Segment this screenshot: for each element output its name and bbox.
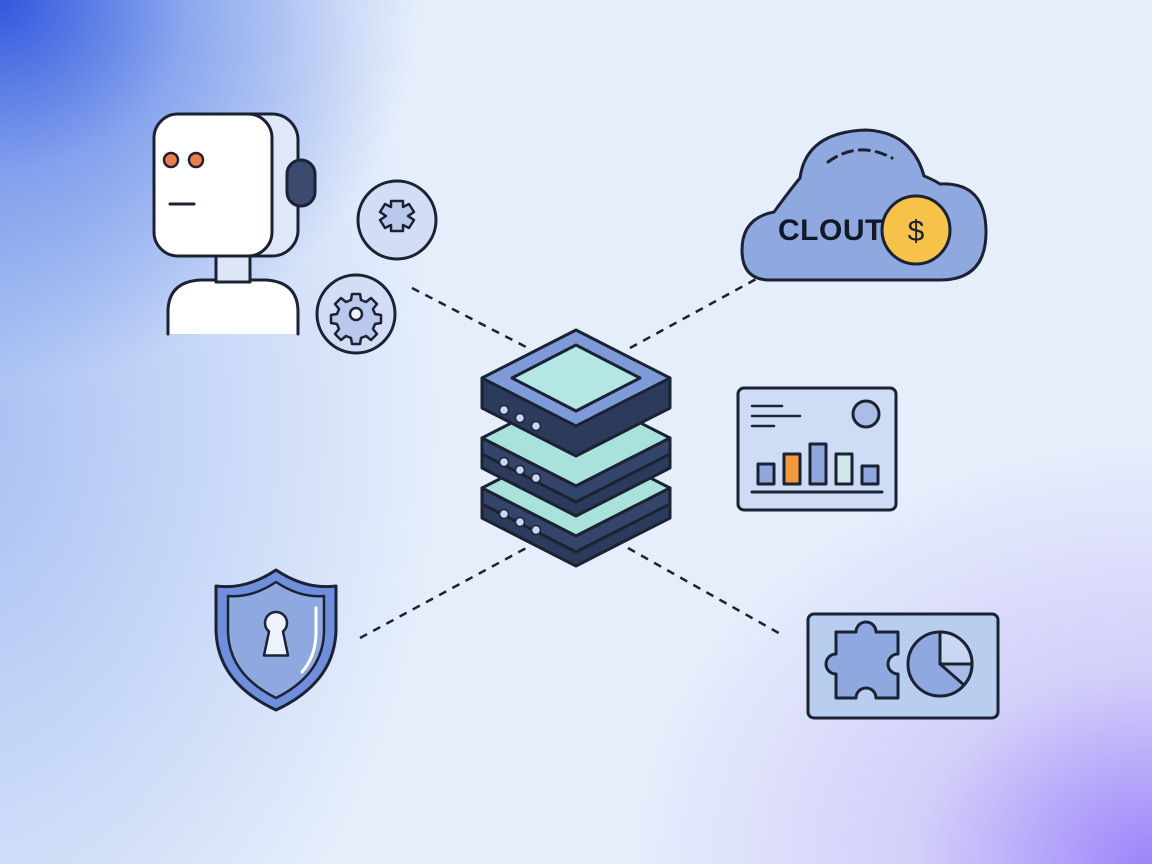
status-dot (530, 524, 542, 536)
connectors (359, 276, 785, 640)
connector-shield (359, 544, 531, 640)
gear-icon (315, 273, 397, 355)
status-dot (498, 456, 510, 468)
status-dot (514, 516, 526, 528)
connector-robot (411, 286, 529, 350)
analytics-dashboard-icon (736, 386, 898, 512)
cloud-cost-icon: CLOUT $ (740, 128, 988, 282)
puzzle-bubble-icon (356, 179, 438, 261)
status-dot (530, 420, 542, 432)
robot-eye-right (187, 151, 205, 169)
cloud-label: CLOUT (778, 214, 884, 247)
connector-plugin (627, 546, 785, 638)
status-dot (514, 412, 526, 424)
status-dot (498, 508, 510, 520)
connector-cloud (629, 276, 759, 350)
keyhole-icon (262, 610, 290, 657)
status-dot (530, 472, 542, 484)
puzzle-chart-icon (806, 612, 1000, 720)
status-dot (498, 404, 510, 416)
robot-agent-icon (152, 112, 317, 336)
server-stack-icon (480, 328, 672, 568)
robot-eye-left (162, 151, 180, 169)
shield-lock-icon (214, 568, 338, 712)
status-dot (514, 464, 526, 476)
dollar-icon: $ (908, 215, 925, 248)
